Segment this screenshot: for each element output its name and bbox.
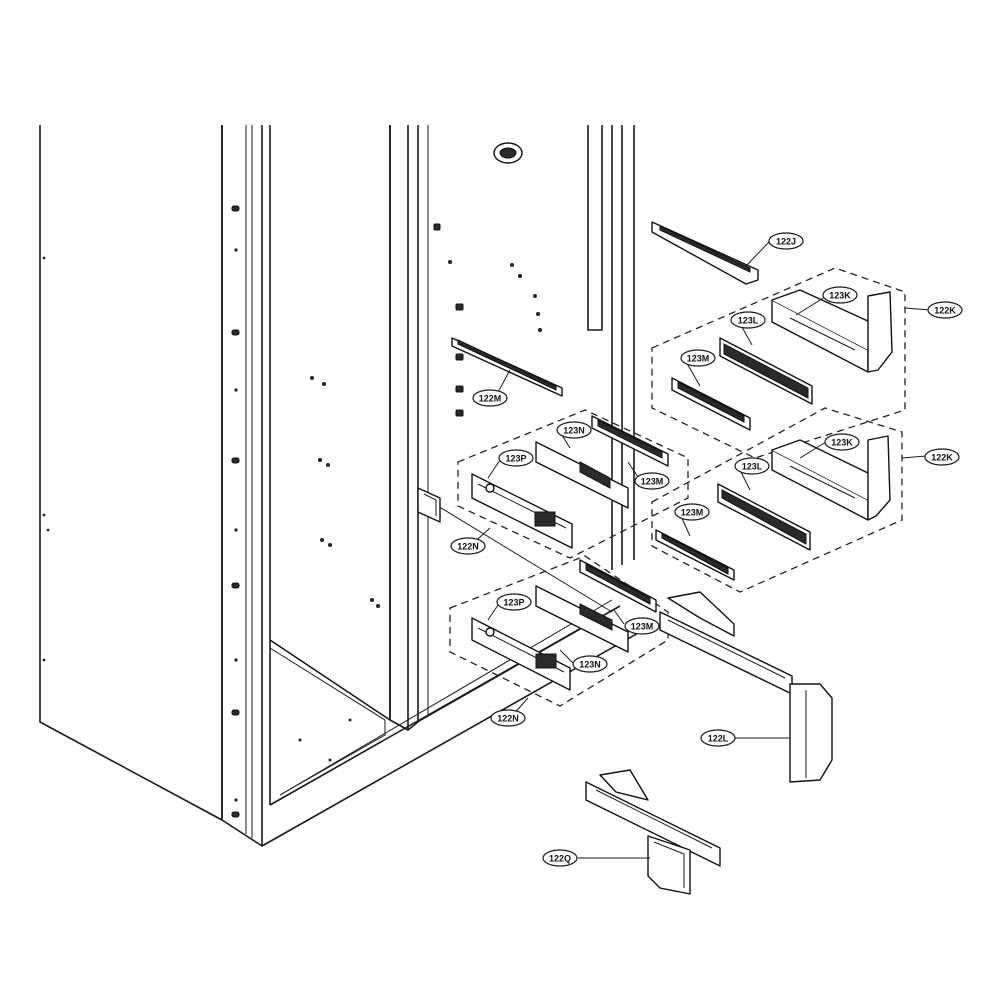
callout-text: 122N — [497, 714, 519, 724]
callout-122m: 122M — [472, 389, 508, 407]
callout-123m-upper-left: 123M — [634, 472, 670, 490]
callout-text: 122J — [776, 237, 796, 247]
callout-122n-upper: 122N — [450, 537, 486, 555]
rail-assembly-122l — [659, 591, 833, 783]
callout-text: 123N — [563, 426, 585, 436]
callout-text: 123L — [742, 462, 763, 472]
callout-text: 123L — [738, 316, 759, 326]
callout-122k-upper: 122K — [927, 301, 963, 319]
callout-text: 123M — [687, 354, 710, 364]
callout-123n-lower: 123N — [572, 655, 608, 673]
callout-122l: 122L — [700, 729, 736, 747]
callout-123l-upper: 123L — [730, 311, 766, 329]
callout-123k-lower: 123K — [824, 433, 860, 451]
callout-text: 123P — [505, 454, 526, 464]
callout-123p-lower: 123P — [496, 593, 532, 611]
callout-123m-lower-right: 123M — [674, 503, 710, 521]
rail-122j — [651, 221, 759, 285]
assembly-122n-lower — [449, 555, 669, 707]
assembly-122k-upper — [651, 267, 906, 459]
callout-text: 123N — [579, 660, 601, 670]
lower-bracket — [417, 487, 441, 523]
fresh-food-mount-holes — [433, 223, 542, 417]
callout-text: 122Q — [549, 854, 571, 864]
bracket-122q — [585, 769, 721, 895]
rear-vent — [493, 142, 523, 164]
callout-text: 122L — [708, 734, 729, 744]
callout-123n-upper: 123N — [556, 421, 592, 439]
callout-122q: 122Q — [542, 849, 578, 867]
callout-123m-lower-left: 123M — [624, 617, 660, 635]
callout-labels: 122J 123K 123L 122K 123M 122M 123N 123P — [450, 232, 963, 867]
callout-123l-lower: 123L — [734, 457, 770, 475]
callout-122j: 122J — [768, 232, 804, 250]
callout-text: 123M — [631, 622, 654, 632]
callout-123m-upper-right: 123M — [680, 349, 716, 367]
callout-123k-upper: 123K — [822, 286, 858, 304]
callout-text: 123M — [641, 477, 664, 487]
callout-122n-lower: 122N — [490, 709, 526, 727]
callout-text: 123K — [831, 438, 853, 448]
callout-123p-upper: 123P — [498, 449, 534, 467]
freezer-interior-holes — [298, 376, 380, 762]
callout-text: 123K — [829, 291, 851, 301]
callout-text: 122M — [479, 394, 502, 404]
callout-text: 122N — [457, 542, 479, 552]
side-panel-screws — [42, 205, 240, 818]
callout-text: 122K — [931, 453, 953, 463]
callout-text: 123P — [503, 598, 524, 608]
callout-text: 122K — [934, 306, 956, 316]
rail-122m — [451, 337, 563, 397]
refrigerator-cabinet — [39, 125, 641, 847]
assembly-122n-upper — [457, 409, 689, 559]
callout-122k-lower: 122K — [924, 448, 960, 466]
assembly-122k-lower — [651, 407, 903, 593]
callout-text: 123M — [681, 508, 704, 518]
